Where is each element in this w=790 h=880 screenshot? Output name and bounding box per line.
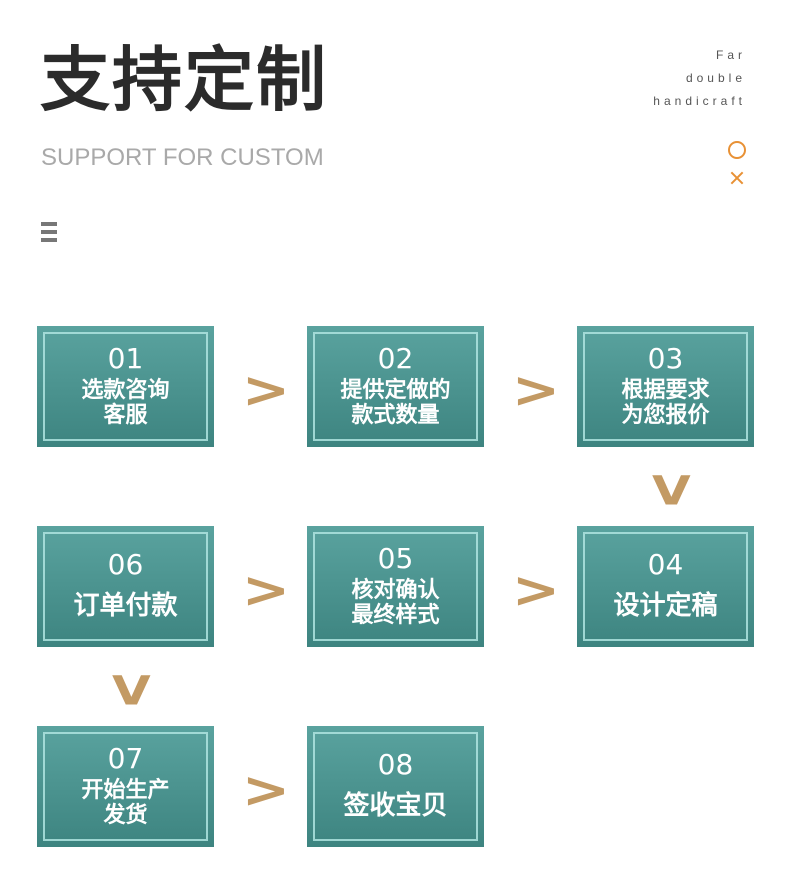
step-label: 根据要求为您报价 xyxy=(621,377,710,428)
step-number: 01 xyxy=(107,341,144,375)
step-number: 06 xyxy=(107,547,144,581)
step-04: 04 设计定稿 xyxy=(577,526,754,647)
step-label: 开始生产发货 xyxy=(81,777,170,828)
arrow-right-icon: > xyxy=(241,361,291,419)
arrow-down-icon: V xyxy=(652,467,691,515)
arrow-right-icon: > xyxy=(511,361,561,419)
circle-icon xyxy=(728,141,746,159)
step-label: 选款咨询客服 xyxy=(81,377,170,428)
step-label: 签收宝贝 xyxy=(343,790,448,821)
step-number: 07 xyxy=(107,741,144,775)
step-number: 03 xyxy=(647,341,684,375)
step-02: 02 提供定做的款式数量 xyxy=(307,326,484,447)
brand-tagline: Far double handicraft xyxy=(653,44,746,113)
step-number: 02 xyxy=(377,341,414,375)
tagline-line-1: Far xyxy=(716,48,746,62)
page-subtitle: SUPPORT FOR CUSTOM xyxy=(41,144,324,171)
arrow-right-icon: > xyxy=(511,561,561,619)
step-01: 01 选款咨询客服 xyxy=(37,326,214,447)
x-icon xyxy=(729,170,745,186)
tagline-line-3: handicraft xyxy=(653,94,746,108)
step-07: 07 开始生产发货 xyxy=(37,726,214,847)
step-number: 05 xyxy=(377,541,414,575)
arrow-down-icon: V xyxy=(112,667,151,715)
step-number: 04 xyxy=(647,547,684,581)
step-label: 核对确认最终样式 xyxy=(351,577,440,628)
step-03: 03 根据要求为您报价 xyxy=(577,326,754,447)
step-08: 08 签收宝贝 xyxy=(307,726,484,847)
tagline-line-2: double xyxy=(685,71,746,85)
arrow-right-icon: > xyxy=(241,561,291,619)
step-06: 06 订单付款 xyxy=(37,526,214,647)
step-label: 订单付款 xyxy=(73,590,178,621)
step-number: 08 xyxy=(377,747,414,781)
step-label: 提供定做的款式数量 xyxy=(340,377,451,428)
arrow-right-icon: > xyxy=(241,761,291,819)
page-title: 支持定制 xyxy=(40,39,328,121)
step-label: 设计定稿 xyxy=(613,590,718,621)
menu-icon xyxy=(41,222,57,244)
step-05: 05 核对确认最终样式 xyxy=(307,526,484,647)
